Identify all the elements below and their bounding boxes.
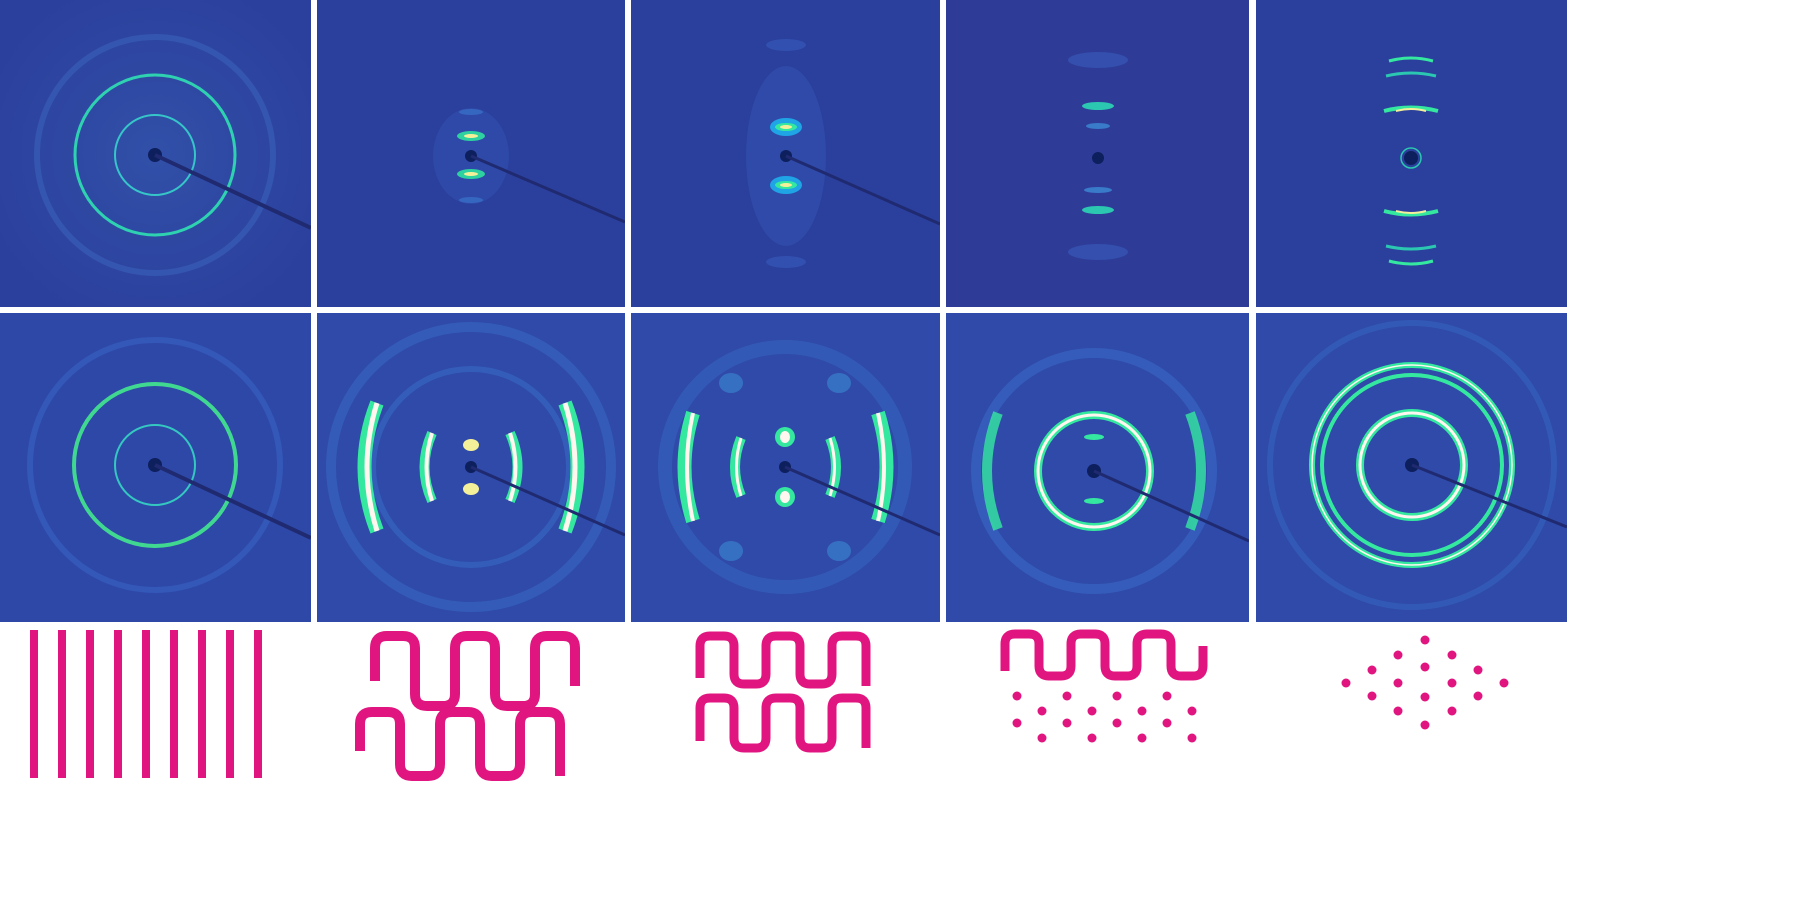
meander-upper bbox=[370, 631, 580, 711]
diffraction-panel-r1c2 bbox=[317, 0, 625, 307]
diffraction-panel-r1c3 bbox=[631, 0, 940, 307]
dot-lattice bbox=[1012, 691, 1197, 743]
pattern-ring-with-arcs bbox=[946, 313, 1249, 622]
pattern-double-rings bbox=[1256, 313, 1567, 622]
pattern-isotropic-rings bbox=[0, 0, 311, 307]
schematic-lamellar-stripes bbox=[20, 626, 300, 782]
meander-single bbox=[1000, 629, 1208, 681]
pattern-meridional-arcs-strong bbox=[631, 0, 940, 307]
meander-bottom bbox=[695, 693, 871, 753]
diffraction-panel-r2c1 bbox=[0, 313, 311, 622]
schematic-two-stacked-meanders bbox=[690, 626, 890, 758]
diffraction-panel-r2c5 bbox=[1256, 313, 1567, 622]
meander-top bbox=[695, 631, 871, 689]
diffraction-panel-r2c2 bbox=[317, 313, 625, 622]
pattern-crescent-arcs-split bbox=[631, 313, 940, 622]
diffraction-panel-r2c4 bbox=[946, 313, 1249, 622]
schematic-centered-rectangular-dots bbox=[1330, 630, 1520, 730]
diffraction-panel-r1c5 bbox=[1256, 0, 1567, 307]
pattern-multi-order-arcs bbox=[1256, 0, 1567, 307]
diffraction-panel-r2c3 bbox=[631, 313, 940, 622]
pattern-layer-lines bbox=[946, 0, 1249, 307]
diffraction-panel-r1c1 bbox=[0, 0, 311, 307]
schematic-meander-over-dots bbox=[1000, 626, 1220, 750]
pattern-meridional-arcs-weak bbox=[317, 0, 625, 307]
diffraction-panel-r1c4 bbox=[946, 0, 1249, 307]
meander-lower bbox=[355, 707, 565, 781]
stripe-group bbox=[30, 630, 262, 778]
schematic-two-offset-meanders bbox=[350, 626, 590, 786]
pattern-isotropic-rings-strong bbox=[0, 313, 311, 622]
dot-diamond bbox=[1341, 635, 1509, 730]
pattern-crescent-arcs bbox=[317, 313, 625, 622]
